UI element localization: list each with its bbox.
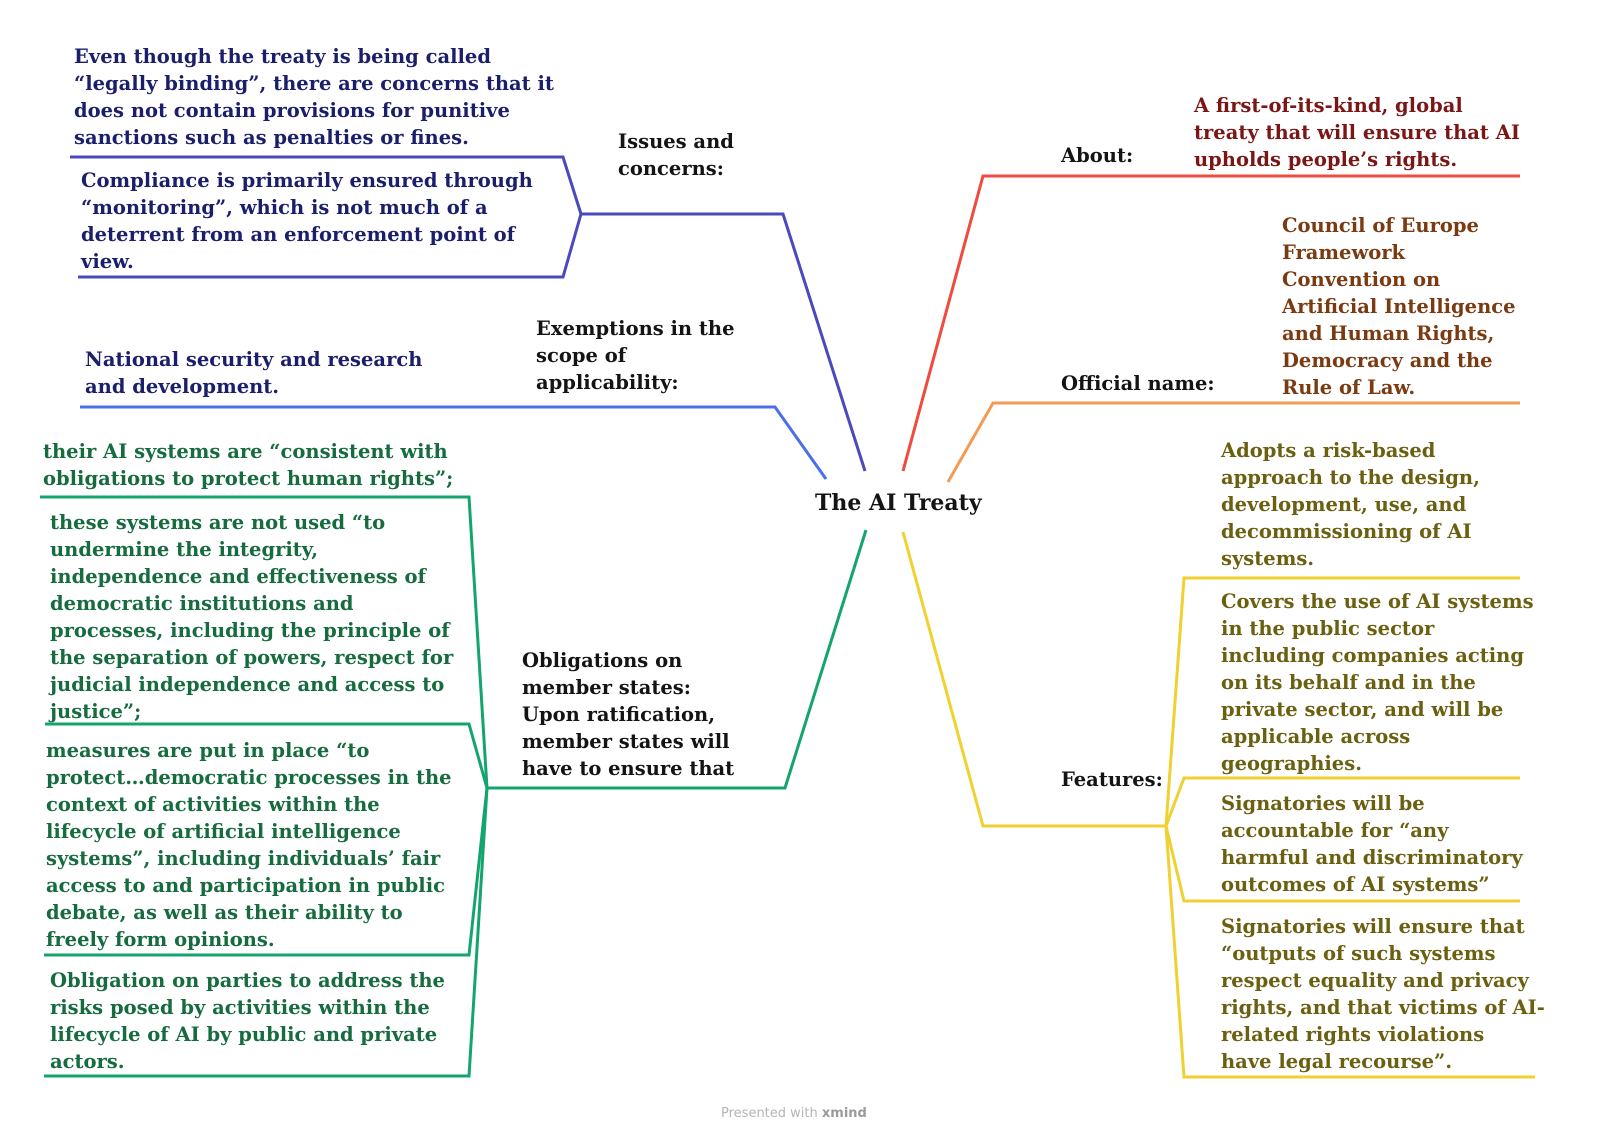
issues-item-compliance[interactable]: Compliance is primarily ensured through … — [81, 169, 533, 273]
features-item-risk-based[interactable]: Adopts a risk-based approach to the desi… — [1221, 439, 1480, 570]
central-topic[interactable]: The AI Treaty — [815, 490, 982, 516]
about-connector — [901, 174, 1520, 472]
official-name-item[interactable]: Council of Europe Framework Convention o… — [1282, 214, 1516, 399]
branch-label-official[interactable]: Official name: — [1061, 372, 1215, 395]
presented-with-footer: Presented with xmind — [721, 1106, 867, 1121]
exemptions-connector — [80, 405, 828, 480]
obligations-item-address-risks[interactable]: Obligation on parties to address the ris… — [50, 969, 445, 1073]
obligations-item-not-used[interactable]: these systems are not used “to undermine… — [50, 511, 454, 723]
features-item-ensure-outputs[interactable]: Signatories will ensure that “outputs of… — [1221, 915, 1545, 1073]
branch-label-about[interactable]: About: — [1061, 144, 1134, 167]
about-item[interactable]: A first-of-its-kind, global treaty that … — [1194, 94, 1520, 171]
branch-label-features[interactable]: Features: — [1061, 768, 1163, 791]
obligations-connector — [40, 495, 868, 1078]
obligations-item-measures[interactable]: measures are put in place “to protect…de… — [46, 739, 452, 951]
obligations-item-consistent[interactable]: their AI systems are “consistent with ob… — [43, 440, 454, 490]
footer-prefix: Presented with — [721, 1106, 818, 1121]
branch-label-issues[interactable]: Issues and concerns: — [618, 130, 734, 180]
xmind-brand: xmind — [821, 1106, 867, 1121]
issues-item-legally-binding[interactable]: Even though the treaty is being called “… — [74, 45, 554, 149]
features-item-covers-use[interactable]: Covers the use of AI systems in the publ… — [1221, 590, 1534, 775]
official-connector — [946, 401, 1520, 483]
features-connector — [901, 531, 1535, 1079]
features-item-accountable[interactable]: Signatories will be accountable for “any… — [1221, 792, 1523, 896]
exemptions-item-national-security[interactable]: National security and research and devel… — [85, 348, 423, 398]
branch-label-exemptions[interactable]: Exemptions in the scope of applicability… — [536, 317, 735, 394]
issues-connector — [70, 155, 867, 472]
branch-label-obligations[interactable]: Obligations on member states: Upon ratif… — [522, 649, 735, 780]
